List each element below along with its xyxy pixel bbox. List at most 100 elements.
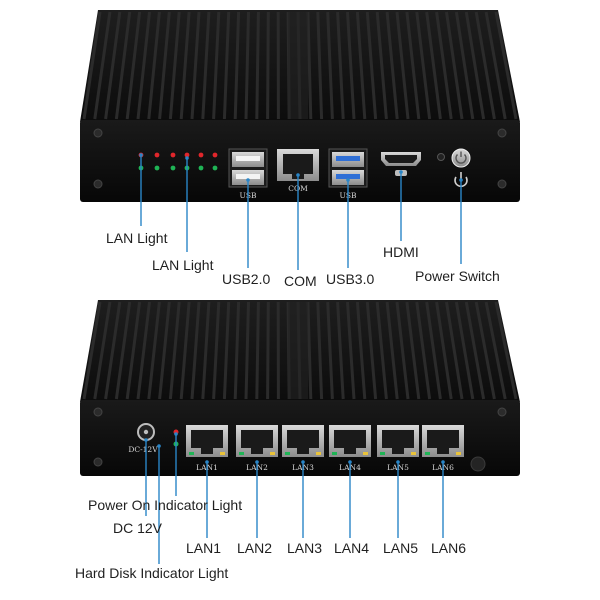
screw bbox=[93, 128, 103, 138]
heatsink-fin bbox=[385, 11, 399, 120]
heatsink-fin bbox=[114, 301, 132, 400]
heatsink-fin bbox=[355, 301, 367, 400]
power-on-indicator-label: Power On Indicator Light bbox=[88, 497, 243, 513]
heatsink-fin bbox=[474, 11, 496, 120]
screw bbox=[93, 407, 103, 417]
heatsink-fin bbox=[266, 301, 270, 400]
heatsink-fin bbox=[179, 301, 191, 400]
screw bbox=[497, 128, 507, 138]
heatsink-fin bbox=[222, 11, 231, 120]
lan2-label: LAN2 bbox=[237, 540, 273, 556]
power-switch-label: Power Switch bbox=[415, 268, 500, 284]
usb2-label: USB2.0 bbox=[222, 271, 271, 287]
front-unit: USB COM USB bbox=[80, 10, 520, 202]
heatsink-fin bbox=[484, 301, 507, 400]
heatsink-fin bbox=[336, 11, 345, 120]
heatsink-fin bbox=[425, 11, 442, 120]
screw bbox=[93, 179, 103, 189]
heatsink-fin bbox=[385, 301, 399, 400]
heatsink-fin bbox=[136, 301, 151, 400]
heatsink-fin bbox=[255, 11, 260, 120]
lan-led-green bbox=[198, 165, 204, 171]
lan1-label: LAN1 bbox=[186, 540, 222, 556]
heatsink-fin bbox=[415, 11, 432, 120]
heatsink-fin bbox=[255, 301, 260, 400]
heatsink-fin bbox=[222, 301, 231, 400]
heatsink-fin bbox=[484, 11, 507, 120]
lan-led-red bbox=[170, 152, 176, 158]
heatsink-fin bbox=[306, 301, 313, 400]
lan-port: LAN2 bbox=[236, 425, 278, 472]
lan-port: LAN5 bbox=[377, 425, 419, 472]
heatsink-fin bbox=[494, 301, 518, 400]
rear-heatsink-fins bbox=[82, 301, 518, 400]
lan-led-red bbox=[198, 152, 204, 158]
lan-led-green bbox=[170, 165, 176, 171]
lan-led-green bbox=[212, 165, 218, 171]
heatsink-fin bbox=[464, 11, 486, 120]
heatsink-fin bbox=[233, 301, 241, 400]
front-heatsink-fins bbox=[82, 11, 518, 120]
lan-light-label-2: LAN Light bbox=[152, 257, 214, 273]
heatsink-fin bbox=[316, 301, 324, 400]
heatsink-fin bbox=[244, 11, 250, 120]
heatsink-fin bbox=[168, 301, 181, 400]
lan3-label: LAN3 bbox=[287, 540, 323, 556]
heatsink-fin bbox=[93, 301, 112, 400]
lan4-label: LAN4 bbox=[334, 540, 370, 556]
heatsink-fin bbox=[316, 11, 324, 120]
heatsink-fin bbox=[435, 301, 453, 400]
front-callout-lines bbox=[139, 153, 463, 270]
heatsink-fin bbox=[415, 301, 432, 400]
lan-light-label-1: LAN Light bbox=[106, 230, 168, 246]
screw bbox=[497, 179, 507, 189]
heatsink-fin bbox=[454, 301, 475, 400]
heatsink-fin bbox=[405, 11, 421, 120]
heatsink-fin bbox=[136, 11, 151, 120]
heatsink-fin bbox=[355, 11, 367, 120]
heatsink-fin bbox=[125, 301, 142, 400]
hdmi-port bbox=[381, 152, 421, 176]
heatsink-fin bbox=[190, 11, 201, 120]
heatsink-fin bbox=[494, 11, 518, 120]
lan-led-red bbox=[154, 152, 160, 158]
heatsink-fin bbox=[147, 301, 161, 400]
lan6-label: LAN6 bbox=[431, 540, 467, 556]
lan-led-red bbox=[212, 152, 218, 158]
heatsink-fin bbox=[104, 11, 122, 120]
heatsink-fin bbox=[425, 301, 442, 400]
ir-sensor bbox=[437, 153, 445, 161]
screw bbox=[497, 407, 507, 417]
heatsink-fin bbox=[336, 301, 345, 400]
heatsink-fin bbox=[435, 11, 453, 120]
heatsink-fin bbox=[395, 301, 410, 400]
usb3-label: USB3.0 bbox=[326, 271, 375, 287]
heatsink-fin bbox=[346, 301, 356, 400]
heatsink-fin bbox=[147, 11, 161, 120]
heatsink-fin bbox=[395, 11, 410, 120]
heatsink-fin bbox=[158, 301, 171, 400]
heatsink-fin bbox=[93, 11, 112, 120]
heatsink-fin bbox=[212, 11, 221, 120]
heatsink-fin bbox=[474, 301, 496, 400]
heatsink-fin bbox=[168, 11, 181, 120]
heatsink-fin bbox=[104, 301, 122, 400]
lan-led-green bbox=[154, 165, 160, 171]
heatsink-fin bbox=[346, 11, 356, 120]
heatsink-fin bbox=[326, 301, 334, 400]
lan-port: LAN3 bbox=[282, 425, 324, 472]
heatsink-fin bbox=[375, 301, 388, 400]
heatsink-fin bbox=[82, 11, 102, 120]
heatsink-fin bbox=[114, 11, 132, 120]
lan5-label: LAN5 bbox=[383, 540, 419, 556]
heatsink-fin bbox=[375, 11, 388, 120]
heatsink-fin bbox=[454, 11, 475, 120]
heatsink-fin bbox=[464, 301, 486, 400]
com-label: COM bbox=[284, 273, 317, 289]
heatsink-fin bbox=[365, 301, 378, 400]
power-button[interactable] bbox=[451, 148, 471, 188]
screw bbox=[93, 457, 103, 467]
heatsink-fin bbox=[179, 11, 191, 120]
heatsink-fin bbox=[405, 301, 421, 400]
